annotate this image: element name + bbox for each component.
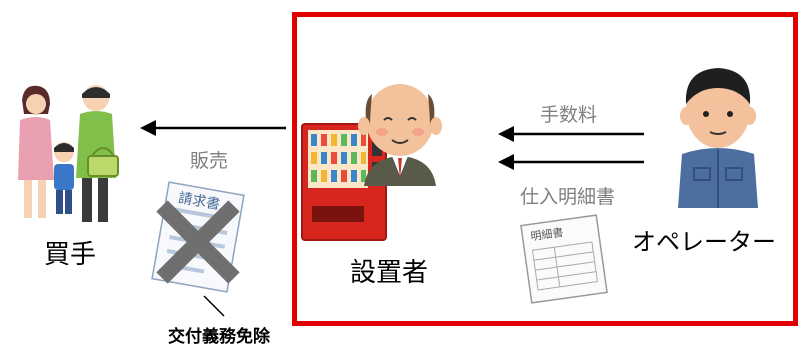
buyer-label: 買手: [44, 240, 97, 270]
purchase-statement-arrow: [498, 154, 644, 170]
operator-worker-icon: [678, 68, 758, 208]
bald-man-icon: [358, 84, 442, 186]
statement-document-icon: 明細書: [520, 214, 608, 304]
invoice-document-icon: 請求書: [151, 181, 245, 293]
vending-machine-icon: [301, 123, 387, 241]
cross-mark-icon: [156, 200, 240, 284]
invoice-title: 請求書: [177, 189, 221, 212]
operator-label: オペレーター: [632, 228, 776, 256]
purchase-statement-label: 仕入明細書: [520, 186, 616, 208]
installer-label: 設置者: [350, 258, 429, 288]
commission-arrow: [498, 126, 644, 142]
installer-operator-frame: [292, 12, 798, 326]
sale-label: 販売: [190, 150, 229, 172]
sale-arrow: [140, 120, 286, 136]
statement-title: 明細書: [530, 225, 565, 243]
commission-label: 手数料: [540, 104, 598, 126]
shopper-family-icon: [18, 85, 119, 222]
exemption-label: 交付義務免除: [168, 327, 270, 347]
exemption-pointer-line: [203, 295, 225, 317]
